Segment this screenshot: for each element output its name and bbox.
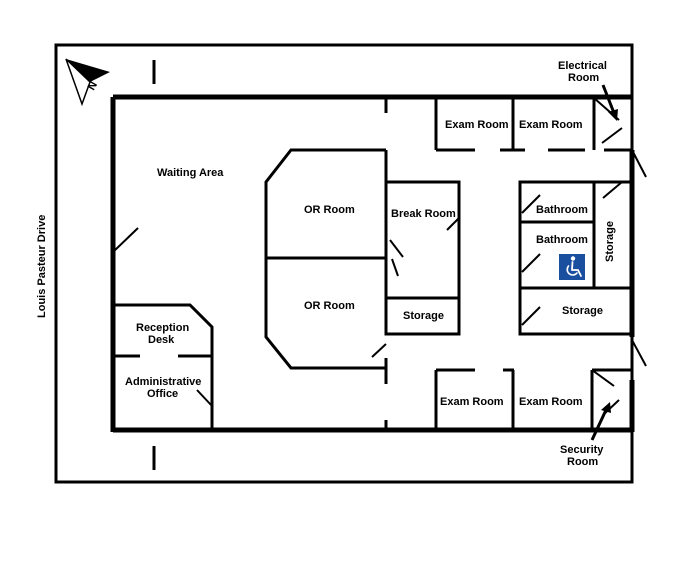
reception-desk-label-line2: Desk <box>148 334 175 346</box>
storage-center-label: Storage <box>403 310 444 322</box>
or-room-2-label: OR Room <box>304 300 355 312</box>
electrical-room-label-line1: Electrical <box>558 60 607 72</box>
exam-room-top-1-label: Exam Room <box>445 119 509 131</box>
wheelchair-accessible-icon <box>559 254 585 280</box>
break-room-walls <box>371 180 461 358</box>
compass-icon: N <box>65 58 110 107</box>
admin-office-label-line1: Administrative <box>125 376 201 388</box>
compass-north-label: N <box>86 80 100 93</box>
waiting-area-label: Waiting Area <box>157 167 224 179</box>
security-room-label-line2: Room <box>567 456 598 468</box>
or-rooms-walls <box>264 148 386 370</box>
reception-admin-walls <box>112 227 214 432</box>
security-room-label-line1: Security <box>560 444 604 456</box>
storage-vertical-label: Storage <box>604 221 616 262</box>
exam-room-bottom-2-label: Exam Room <box>519 396 583 408</box>
exam-room-top-2-label: Exam Room <box>519 119 583 131</box>
property-boundary <box>54 43 634 484</box>
reception-desk-label-line1: Reception <box>136 322 189 334</box>
street-label: Louis Pasteur Drive <box>36 215 48 318</box>
exam-room-bottom-1-label: Exam Room <box>440 396 504 408</box>
electrical-room-label-line2: Room <box>568 72 599 84</box>
admin-office-label-line2: Office <box>147 388 178 400</box>
bathroom-1-label: Bathroom <box>536 204 588 216</box>
top-rooms-walls <box>434 97 647 178</box>
bathroom-storage-walls <box>518 180 647 367</box>
bottom-rooms-walls <box>434 368 632 432</box>
bathroom-2-label: Bathroom <box>536 234 588 246</box>
or-room-1-label: OR Room <box>304 204 355 216</box>
electrical-room-arrow <box>601 84 618 121</box>
break-room-label: Break Room <box>391 208 456 220</box>
security-room-arrow <box>590 402 611 441</box>
storage-right-label: Storage <box>562 305 603 317</box>
